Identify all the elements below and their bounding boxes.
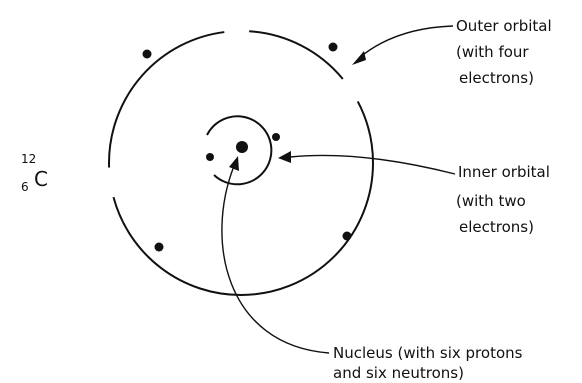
outer-electron (343, 232, 352, 241)
outer-electron (143, 50, 152, 59)
atomic-number: 6 (21, 180, 29, 194)
element-symbol: 12 6 C (21, 152, 48, 194)
outer-orbital (109, 31, 373, 295)
outer-electron (155, 243, 164, 252)
nucleus-label: Nucleus (with six protons and six neutro… (333, 344, 527, 382)
outer-orbital-label: Outer orbital (with four electrons) (456, 17, 556, 87)
inner-electron (206, 153, 214, 161)
inner-orbital-label: Inner orbital (with two electrons) (456, 163, 555, 236)
outer-orbital-pointer (352, 26, 453, 65)
nucleus (236, 141, 248, 153)
inner-electron (272, 133, 280, 141)
mass-number: 12 (21, 152, 36, 166)
inner-orbital-pointer (278, 151, 455, 174)
outer-electron (329, 43, 338, 52)
element-letter: C (34, 167, 48, 191)
nucleus-pointer (222, 156, 329, 353)
